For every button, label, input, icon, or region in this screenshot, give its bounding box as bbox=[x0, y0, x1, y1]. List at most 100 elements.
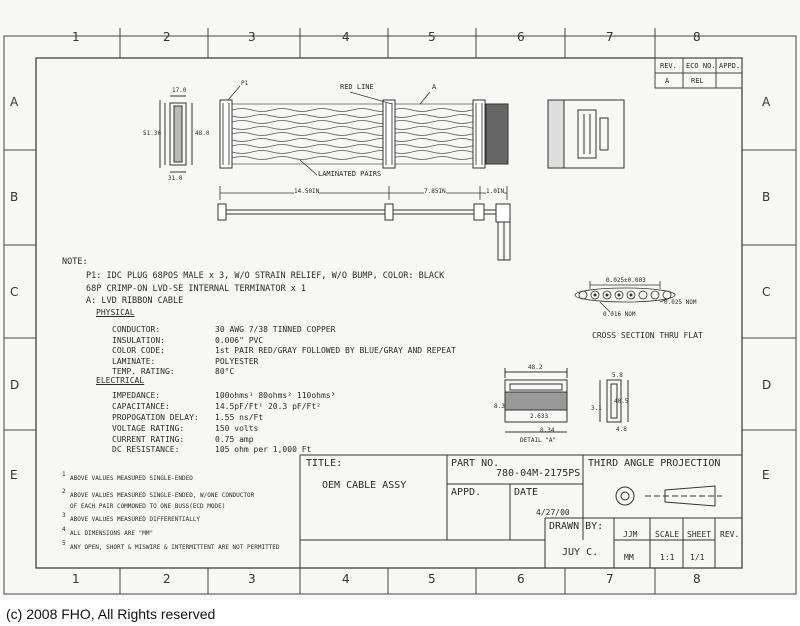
projection-label: THIRD ANGLE PROJECTION bbox=[588, 458, 721, 469]
row-label: B bbox=[762, 190, 771, 204]
row-label: D bbox=[762, 378, 772, 392]
col-label: 7 bbox=[606, 30, 614, 44]
rev-label: REV. bbox=[720, 530, 740, 539]
part-no-label: PART NO. bbox=[451, 458, 500, 469]
row-label: C bbox=[762, 285, 771, 299]
appd-label: APPD. bbox=[451, 487, 482, 498]
callout-red-line: RED LINE bbox=[340, 83, 374, 91]
callout-laminated-pairs: LAMINATED PAIRS bbox=[318, 170, 382, 178]
footnote-number: 5 bbox=[62, 540, 66, 547]
spec-value: 1.55 ns/Ft bbox=[215, 413, 264, 422]
detail-dim-bottom: 8.34 bbox=[540, 427, 555, 434]
row-label: D bbox=[10, 378, 20, 392]
footnote-text: ABOVE VALUES MEASURED SINGLE-ENDED, W/ON… bbox=[70, 492, 255, 499]
physical-heading: PHYSICAL bbox=[96, 308, 135, 317]
eco-value: REL bbox=[691, 77, 704, 85]
col-label: 7 bbox=[606, 572, 614, 586]
units-value: MM bbox=[624, 553, 634, 562]
row-label: E bbox=[762, 468, 770, 482]
dim-left-width: 17.0 bbox=[172, 87, 187, 94]
detail-label: DETAIL "A" bbox=[520, 437, 557, 444]
dim-length-3: 1.0IN bbox=[486, 188, 505, 195]
spec-label: LAMINATE: bbox=[112, 357, 156, 366]
sheet-value: 1/1 bbox=[690, 553, 705, 562]
note-line-1: P1: IDC PLUG 68POS MALE x 3, W/O STRAIN … bbox=[86, 271, 445, 281]
spec-label: COLOR CODE: bbox=[112, 346, 165, 355]
col-label: 2 bbox=[163, 30, 171, 44]
dim-length-1: 14.50IN bbox=[294, 188, 320, 195]
spec-label: INSULATION: bbox=[112, 336, 165, 345]
dim-left-height2: 48.0 bbox=[195, 130, 210, 137]
spec-label: PROPOGATION DELAY: bbox=[112, 413, 199, 422]
spec-label: DC RESISTANCE: bbox=[112, 445, 180, 454]
col-label: 1 bbox=[72, 572, 80, 586]
drawing-title: OEM CABLE ASSY bbox=[322, 480, 407, 491]
footnote-number: 4 bbox=[62, 526, 66, 533]
col-label: 2 bbox=[163, 572, 171, 586]
scale-value: 1:1 bbox=[660, 553, 675, 562]
spec-label: TEMP. RATING: bbox=[112, 367, 175, 376]
row-label: C bbox=[10, 285, 19, 299]
footnote-text: ANY OPEN, SHORT & MISWIRE & INTERMITTENT… bbox=[70, 544, 280, 551]
cross-section-label: CROSS SECTION THRU FLAT bbox=[592, 331, 703, 340]
date-label: DATE bbox=[514, 487, 539, 498]
spec-label: VOLTAGE RATING: bbox=[112, 424, 185, 433]
drawing-lines bbox=[3, 28, 797, 595]
footnote-number: 2 bbox=[62, 488, 66, 495]
row-label: B bbox=[10, 190, 19, 204]
footnote-text: ALL DIMENSIONS ARE "MM" bbox=[70, 530, 154, 537]
footnote-text: OF EACH PAIR COMMONED TO ONE BUSS(ECD MO… bbox=[70, 503, 226, 510]
spec-value: 0.75 amp bbox=[215, 435, 254, 444]
spec-value: 0.006" PVC bbox=[215, 336, 264, 345]
dim-left-height1: 51.30 bbox=[143, 130, 162, 137]
col-label: 3 bbox=[248, 30, 256, 44]
spec-value: 150 volts bbox=[215, 424, 259, 433]
spec-label: CAPACITANCE: bbox=[112, 402, 170, 411]
spec-value: 30 AWG 7/38 TINNED COPPER bbox=[215, 325, 336, 334]
cross-nom2-dim: 0.025 NOM bbox=[664, 299, 697, 306]
detail-dim-top: 48.2 bbox=[528, 364, 543, 371]
drawn-by-label: DRAWN BY: bbox=[549, 521, 604, 532]
electrical-heading: ELECTRICAL bbox=[96, 376, 145, 385]
col-label: 6 bbox=[517, 572, 525, 586]
cross-pitch-dim: 0.025±0.003 bbox=[606, 277, 646, 284]
spec-label: CONDUCTOR: bbox=[112, 325, 161, 334]
scale-label: SCALE bbox=[655, 530, 680, 539]
notes-heading: NOTE: bbox=[62, 257, 88, 267]
date-value: 4/27/00 bbox=[536, 508, 570, 517]
spec-value: 105 ohm per 1,000 Ft bbox=[215, 445, 312, 454]
spec-value: 14.5pF/Ft¹ 20.3 pF/Ft² bbox=[215, 402, 321, 411]
footnote-number: 1 bbox=[62, 471, 66, 478]
rev-header: REV. bbox=[660, 62, 677, 70]
row-label: E bbox=[10, 468, 18, 482]
detail-dim-mid: 2.633 bbox=[530, 413, 549, 420]
copyright-notice: (c) 2008 FHO, All Rights reserved bbox=[6, 606, 216, 622]
row-label: A bbox=[10, 95, 19, 109]
col-label: 4 bbox=[342, 572, 350, 586]
col-label: 5 bbox=[428, 30, 436, 44]
footnote-number: 3 bbox=[62, 512, 66, 519]
checker: JJM bbox=[623, 530, 638, 539]
appd-header: APPD. bbox=[719, 62, 741, 70]
row-label: A bbox=[762, 95, 771, 109]
detail-side-bottom: 4.8 bbox=[616, 426, 627, 433]
rev-value: A bbox=[665, 77, 670, 85]
note-line-3: A: LVD RIBBON CABLE bbox=[86, 296, 184, 306]
detail-side-left: 3.1 bbox=[591, 405, 602, 412]
col-label: 6 bbox=[517, 30, 525, 44]
spec-label: CURRENT RATING: bbox=[112, 435, 185, 444]
col-label: 8 bbox=[693, 30, 701, 44]
eco-header: ECO NO. bbox=[686, 62, 716, 70]
dim-length-2: 7.85IN bbox=[424, 188, 446, 195]
col-label: 4 bbox=[342, 30, 350, 44]
cross-nom1-dim: 0.016 NOM bbox=[603, 311, 636, 318]
title-label: TITLE: bbox=[306, 458, 343, 469]
col-label: 1 bbox=[72, 30, 80, 44]
callout-p1: P1 bbox=[241, 80, 249, 87]
callout-a: A bbox=[432, 83, 437, 91]
footnote-text: ABOVE VALUES MEASURED DIFFERENTIALLY bbox=[70, 516, 201, 523]
detail-side-mid: 40.5 bbox=[614, 398, 629, 405]
sheet-label: SHEET bbox=[687, 530, 712, 539]
detail-dim-left: 8.3 bbox=[494, 403, 505, 410]
spec-value: 100ohms¹ 80ohms² 110ohms³ bbox=[215, 391, 336, 400]
